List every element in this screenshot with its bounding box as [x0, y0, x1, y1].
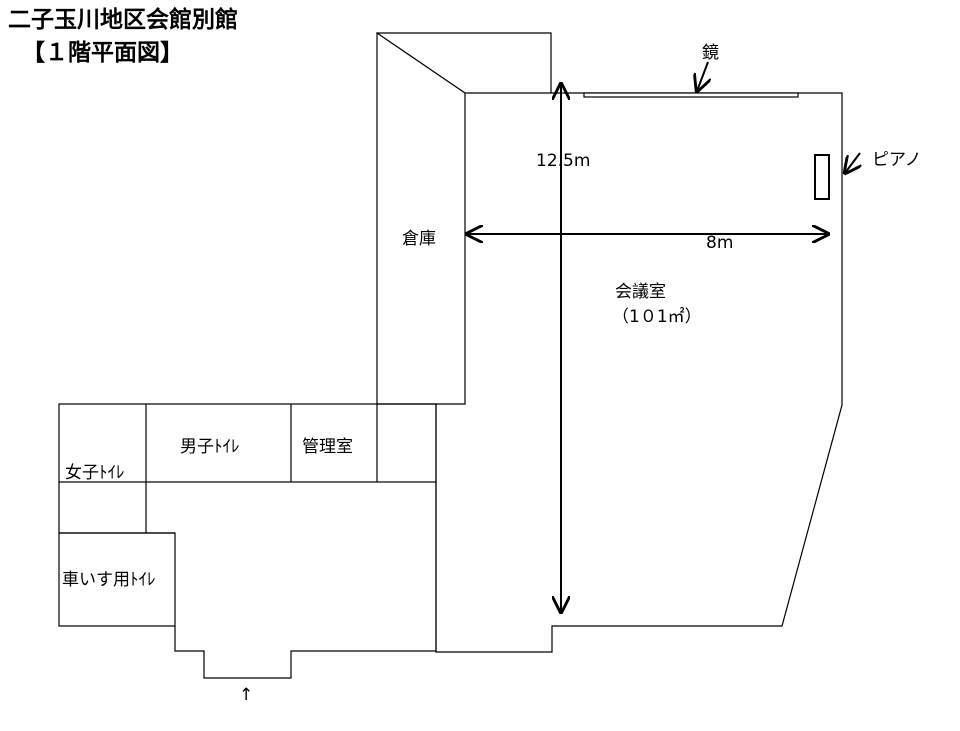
entrance-arrow-icon: ↑ — [239, 685, 253, 705]
meeting-room-outline — [435, 92, 843, 653]
mirror-bar — [583, 92, 799, 98]
piano-label: ピアノ — [872, 150, 921, 170]
piano-symbol — [814, 154, 830, 200]
piano-pointer-arrow — [845, 152, 860, 173]
wheelchair-toilet-outline — [58, 532, 176, 627]
lobby-outline — [174, 482, 437, 679]
width-dimension-label: 8m — [706, 233, 733, 253]
storage-room-outline — [376, 31, 552, 405]
management-office-label: 管理室 — [302, 437, 353, 457]
mirror-pointer-arrow — [697, 61, 708, 91]
meeting-room-label: 会議室 — [615, 282, 666, 302]
womens-toilet-label: 女子ﾄｲﾚ — [65, 463, 125, 483]
mens-toilet-label: 男子ﾄｲﾚ — [180, 437, 240, 457]
wheelchair-toilet-label: 車いす用ﾄｲﾚ — [62, 570, 156, 590]
storage-label: 倉庫 — [402, 229, 436, 249]
meeting-room-area-label: （1０1㎡） — [612, 307, 702, 327]
depth-dimension-label: 12.5m — [536, 151, 590, 171]
mirror-label: 鏡 — [702, 43, 719, 63]
plan-title: 二子玉川地区会館別館 — [8, 6, 238, 33]
plan-subtitle: 【１階平面図】 — [22, 40, 183, 66]
toilet-block-outline — [58, 403, 437, 483]
